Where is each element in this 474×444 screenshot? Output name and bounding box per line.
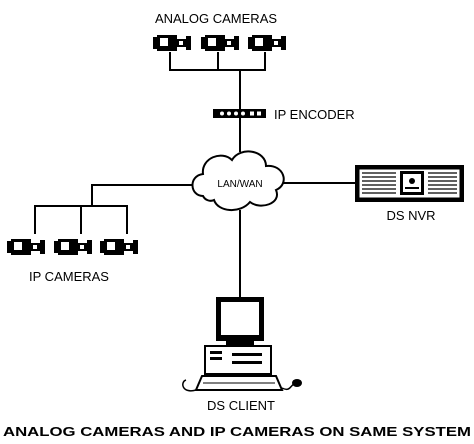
- camera-icon: [201, 35, 239, 51]
- ip-encoder-label: IP ENCODER: [274, 107, 355, 122]
- camera-icon: [153, 35, 191, 51]
- network-wiring: [34, 52, 355, 298]
- camera-icon: [248, 35, 286, 51]
- encoder-icon: [213, 109, 266, 118]
- lan-wan-label: LAN/WAN: [217, 179, 262, 190]
- ip-encoder: IP ENCODER: [213, 107, 355, 122]
- cloud-icon: [191, 150, 285, 211]
- analog-cameras: ANALOG CAMERAS: [153, 11, 286, 51]
- ds-client: DS CLIENT: [182, 297, 302, 413]
- camera-icon: [54, 239, 92, 255]
- diagram-caption: ANALOG CAMERAS AND IP CAMERAS ON SAME SY…: [3, 425, 471, 439]
- lan-wan-cloud: LAN/WAN: [191, 150, 285, 211]
- ds-nvr-label: DS NVR: [386, 208, 435, 223]
- ip-cameras-label: IP CAMERAS: [29, 269, 109, 284]
- nvr-icon: [355, 165, 464, 202]
- camera-icon: [100, 239, 138, 255]
- camera-icon: [7, 239, 45, 255]
- ip-cameras: IP CAMERAS: [7, 239, 138, 284]
- ds-client-label: DS CLIENT: [207, 398, 275, 413]
- ds-nvr: DS NVR: [355, 165, 464, 223]
- analog-cameras-label: ANALOG CAMERAS: [155, 11, 277, 26]
- computer-icon: [182, 297, 302, 392]
